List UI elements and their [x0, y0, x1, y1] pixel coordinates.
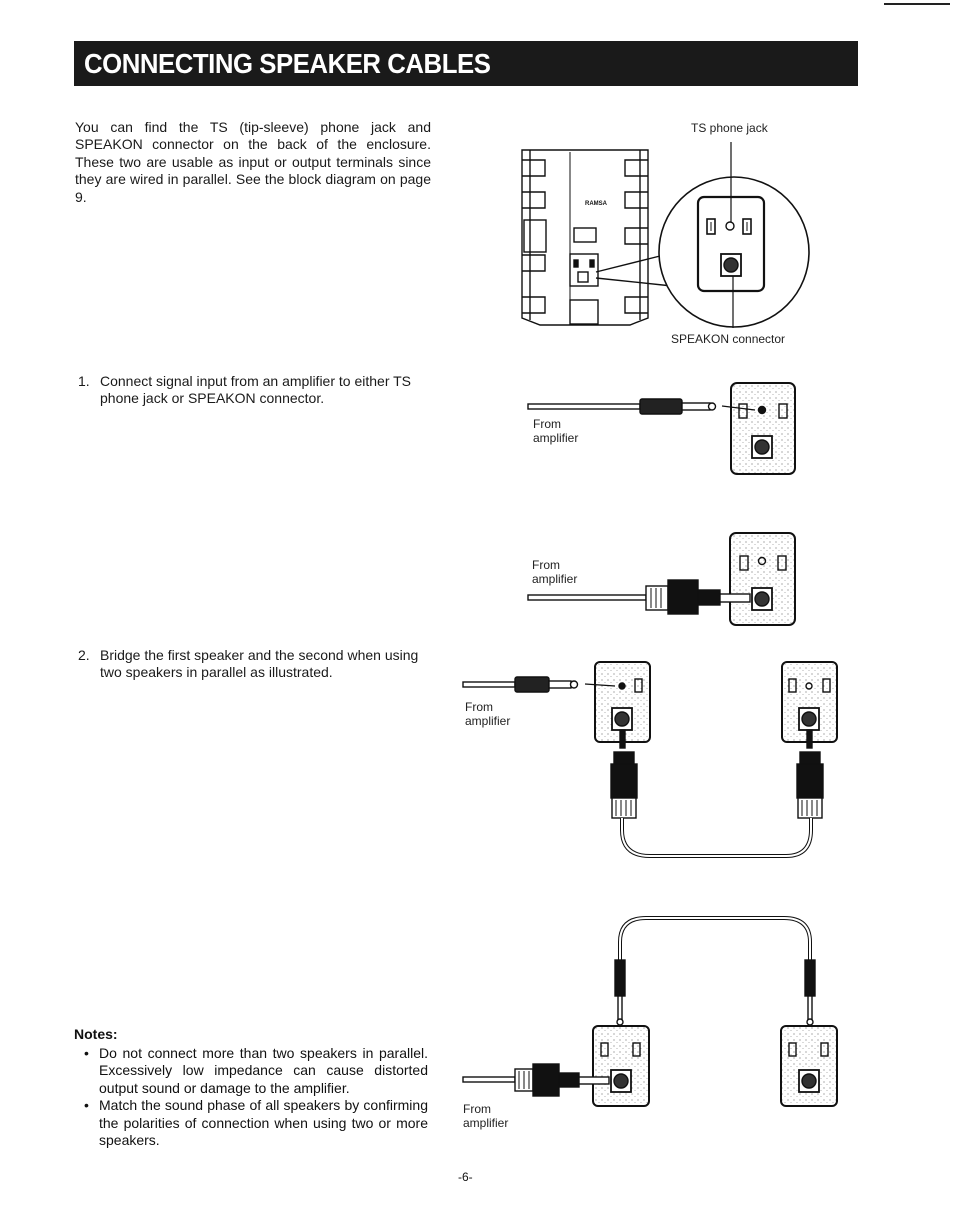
intro-paragraph: You can find the TS (tip-sleeve) phone j…: [75, 119, 431, 205]
step-1: 1. Connect signal input from an amplifie…: [78, 373, 436, 408]
from-label: From: [465, 700, 493, 714]
bridge-ts-figure: [462, 916, 838, 1107]
note-item: • Do not connect more than two speakers i…: [82, 1045, 428, 1097]
note-text: Match the sound phase of all speakers by…: [99, 1097, 428, 1149]
note-item: • Match the sound phase of all speakers b…: [82, 1097, 428, 1149]
amplifier-label: amplifier: [533, 431, 579, 445]
amplifier-label: amplifier: [463, 1116, 509, 1130]
speakon-connector-label: SPEAKON connector: [671, 332, 786, 346]
amplifier-label: amplifier: [532, 572, 578, 586]
amplifier-label: amplifier: [465, 714, 511, 728]
top-corner-rule: [884, 3, 950, 5]
ts-phone-jack-label: TS phone jack: [691, 121, 768, 135]
speakon-plug-figure: [527, 532, 796, 626]
notes-list: • Do not connect more than two speakers i…: [82, 1045, 428, 1149]
bullet-icon: •: [84, 1045, 89, 1061]
page-title: CONNECTING SPEAKER CABLES: [84, 47, 491, 79]
step-number: 1.: [78, 373, 90, 389]
bullet-icon: •: [84, 1097, 89, 1114]
step-text: Bridge the first speaker and the second …: [100, 647, 419, 681]
step-2: 2. Bridge the first speaker and the seco…: [78, 647, 436, 682]
from-label: From: [463, 1102, 491, 1116]
brand-logo: RAMSA: [585, 201, 608, 207]
step-number: 2.: [78, 647, 90, 663]
step-text: Connect signal input from an amplifier t…: [100, 373, 412, 407]
notes-heading: Notes:: [74, 1026, 118, 1042]
enclosure-rear-figure: [521, 142, 810, 328]
section-title-bar: CONNECTING SPEAKER CABLES: [74, 41, 858, 86]
from-label: From: [532, 558, 560, 572]
ts-plug-figure: [527, 382, 796, 475]
note-text: Do not connect more than two speakers in…: [99, 1045, 428, 1096]
page-number: -6-: [458, 1170, 473, 1184]
from-label: From: [533, 417, 561, 431]
bridge-speakon-figure: [462, 661, 838, 858]
